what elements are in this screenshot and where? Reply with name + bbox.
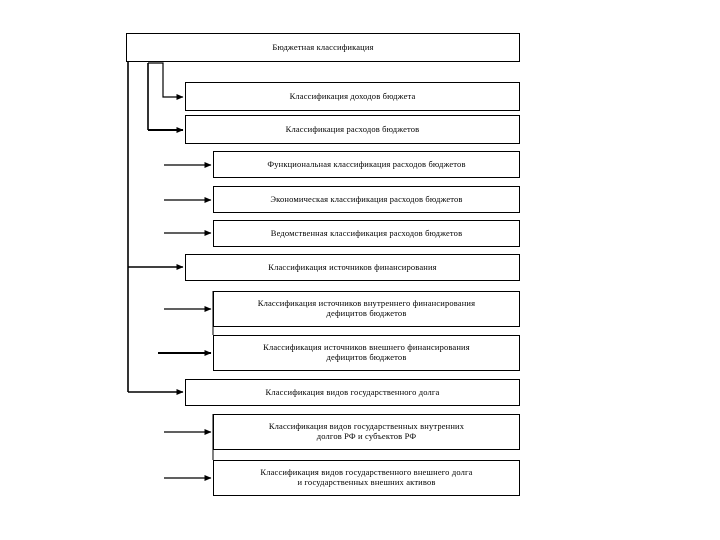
node-departmental-label: Ведомственная классификация расходов бюд…: [270, 227, 463, 238]
node-sources-label: Классификация источников финансирования: [268, 261, 437, 272]
node-income-label: Классификация доходов бюджета: [289, 90, 416, 101]
node-functional[interactable]: Функциональная классификация расходов бю…: [213, 151, 520, 178]
node-external-sources[interactable]: Классификация источников внешнего финанс…: [213, 335, 520, 371]
node-root-label: Бюджетная классификация: [272, 41, 374, 52]
node-debt-types[interactable]: Классификация видов государственного дол…: [185, 379, 520, 406]
node-expenses[interactable]: Классификация расходов бюджетов: [185, 115, 520, 144]
node-expenses-label: Классификация расходов бюджетов: [285, 123, 420, 134]
node-external-debt-label: Классификация видов государственного вне…: [260, 467, 473, 487]
node-internal-sources-label: Классификация источников внутреннего фин…: [257, 298, 476, 318]
node-economic[interactable]: Экономическая классификация расходов бюд…: [213, 186, 520, 213]
node-external-debt[interactable]: Классификация видов государственного вне…: [213, 460, 520, 496]
node-root[interactable]: Бюджетная классификация: [126, 33, 520, 62]
connector-root-to-income: [148, 62, 184, 100]
node-internal-debt[interactable]: Классификация видов государственных внут…: [213, 414, 520, 450]
node-internal-debt-label: Классификация видов государственных внут…: [268, 421, 465, 441]
node-debt-types-label: Классификация видов государственного дол…: [265, 386, 440, 397]
node-internal-sources[interactable]: Классификация источников внутреннего фин…: [213, 291, 520, 327]
node-sources[interactable]: Классификация источников финансирования: [185, 254, 520, 281]
node-external-sources-label: Классификация источников внешнего финанс…: [263, 342, 470, 362]
node-income[interactable]: Классификация доходов бюджета: [185, 82, 520, 111]
node-functional-label: Функциональная классификация расходов бю…: [267, 158, 466, 169]
node-departmental[interactable]: Ведомственная классификация расходов бюд…: [213, 220, 520, 247]
node-economic-label: Экономическая классификация расходов бюд…: [270, 193, 463, 204]
